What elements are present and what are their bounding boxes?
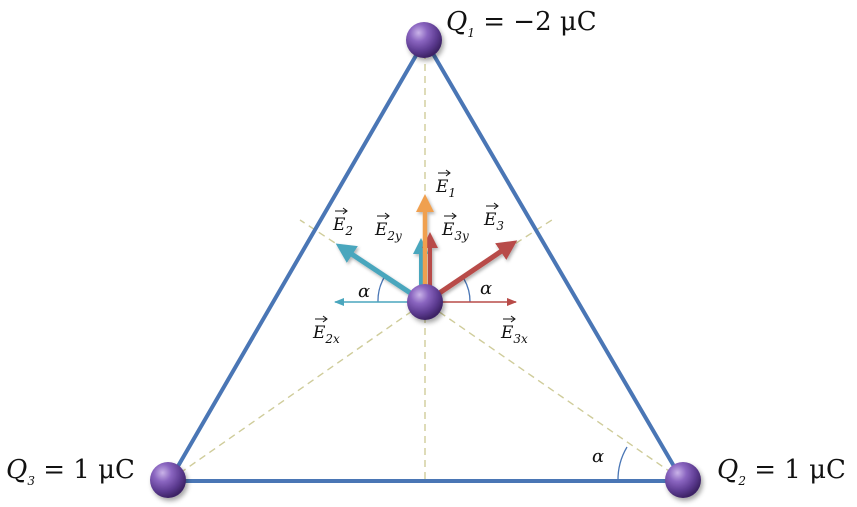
alpha-label-right: α bbox=[480, 278, 492, 299]
e3-label: E3 bbox=[483, 202, 504, 233]
e3y-label: E3y bbox=[441, 212, 469, 243]
svg-text:E3y: E3y bbox=[441, 220, 469, 243]
q2-label: Q2 = 1 μC bbox=[717, 455, 846, 488]
charge-q2 bbox=[665, 462, 701, 498]
alpha-label-left: α bbox=[358, 281, 370, 302]
alpha-label-corner: α bbox=[592, 446, 604, 467]
charge-q1 bbox=[406, 22, 442, 58]
guide-right bbox=[424, 301, 683, 481]
triangle-left-side bbox=[168, 38, 427, 482]
guide-left bbox=[169, 301, 426, 481]
svg-text:E2x: E2x bbox=[312, 323, 340, 346]
charge-q3 bbox=[150, 462, 186, 498]
triangle bbox=[168, 38, 684, 483]
svg-text:E3x: E3x bbox=[500, 323, 528, 346]
alpha-arc-left bbox=[377, 275, 386, 303]
center-point bbox=[407, 284, 443, 320]
svg-text:E2: E2 bbox=[332, 215, 353, 238]
e1-label: E1 bbox=[435, 169, 456, 200]
e3-arrow bbox=[430, 240, 518, 301]
svg-text:E1: E1 bbox=[435, 177, 456, 200]
e2y-label: E2y bbox=[374, 212, 402, 243]
alpha-arc-right bbox=[463, 278, 471, 303]
e2-arrow bbox=[335, 243, 420, 301]
svg-text:E3: E3 bbox=[483, 210, 504, 233]
triangle-right-side bbox=[423, 38, 684, 482]
alpha-arc-corner bbox=[617, 446, 628, 482]
e2x-label: E2x bbox=[312, 315, 340, 346]
svg-text:E2y: E2y bbox=[374, 220, 402, 243]
q1-label: Q1 = −2 μC bbox=[446, 7, 597, 40]
e3x-label: E3x bbox=[500, 315, 528, 346]
e2-label: E2 bbox=[332, 207, 353, 238]
q3-label: Q3 = 1 μC bbox=[6, 455, 135, 488]
